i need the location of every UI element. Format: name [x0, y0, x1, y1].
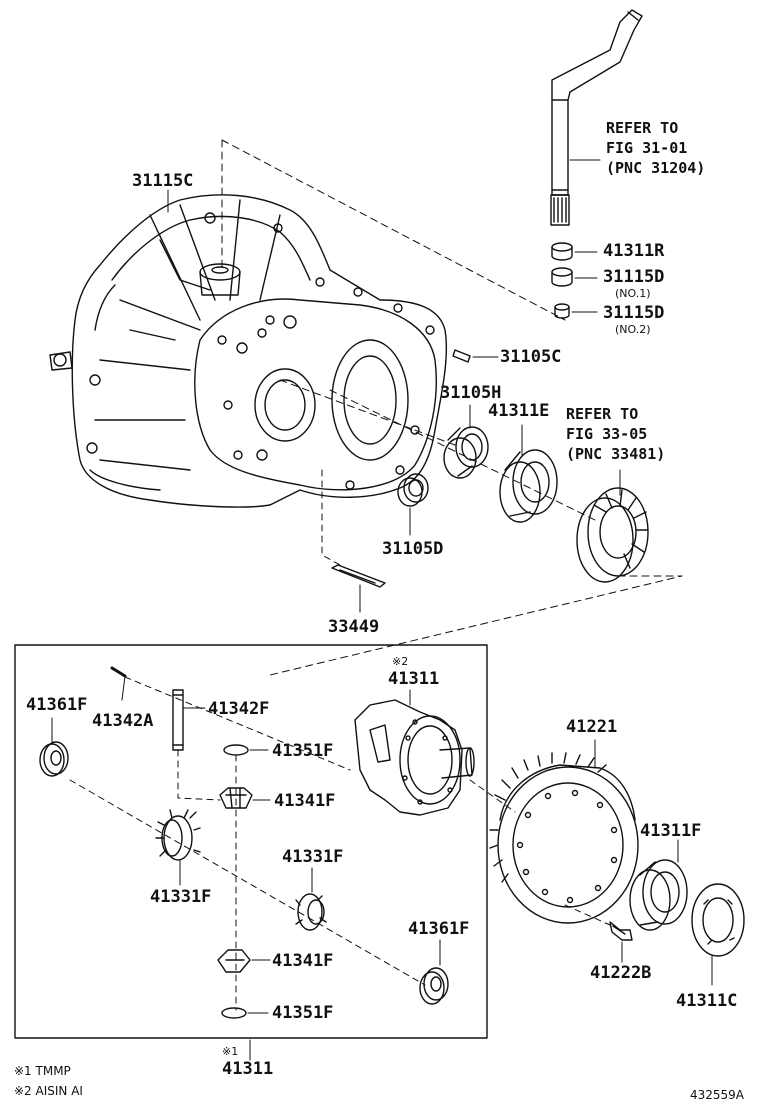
transmission-case-drawing: [49, 139, 596, 566]
label-41351F-a: 41351F: [272, 741, 334, 761]
label-41311R: 41311R: [603, 241, 665, 261]
label-31105C: 31105C: [500, 347, 562, 367]
label-41311C: 41311C: [676, 991, 738, 1011]
refer-fig-33-05: REFER TO FIG 33-05 (PNC 33481): [566, 404, 665, 464]
label-41331F-b: 41331F: [282, 847, 344, 867]
refer-line-3: (PNC 31204): [606, 159, 706, 177]
label-41221: 41221: [566, 717, 618, 737]
label-41222B: 41222B: [590, 963, 652, 983]
label-31115C: 31115C: [132, 171, 194, 191]
differential-case-41311-drawing: [354, 689, 516, 816]
bearing-41311F-drawing: [629, 839, 688, 931]
label-41311E: 41311E: [488, 401, 550, 421]
label-41341F-b: 41341F: [272, 951, 334, 971]
label-41361F-a: 41361F: [26, 695, 88, 715]
refer-line-2: FIG 33-05: [566, 425, 648, 443]
label-31105H: 31105H: [440, 383, 502, 403]
label-31115D-1: 31115D: [603, 267, 665, 287]
label-41311-bottom: 41311: [222, 1059, 274, 1079]
label-mark1: ※1: [222, 1045, 239, 1058]
bushings-drawing: [551, 242, 598, 319]
label-41342F: 41342F: [208, 699, 270, 719]
refer-line-1: REFER TO: [606, 119, 679, 137]
label-41361F-b: 41361F: [408, 919, 470, 939]
side-gear-41331F-b-drawing: [295, 867, 327, 931]
label-41311-top: 41311: [388, 669, 440, 689]
label-31105D: 31105D: [382, 539, 444, 559]
footnote-2: ※2 AISIN AI: [14, 1084, 83, 1098]
refer-fig-31-01: REFER TO FIG 31-01 (PNC 31204): [606, 118, 705, 178]
pinion-41341F-b-drawing: [217, 949, 271, 973]
label-no2: (NO.2): [615, 323, 651, 336]
label-41311F: 41311F: [640, 821, 702, 841]
refer-line-2: FIG 31-01: [606, 139, 688, 157]
oil-seal-drawing: [269, 469, 683, 676]
label-no1: (NO.1): [615, 287, 651, 300]
label-41342A: 41342A: [92, 711, 154, 731]
seal-31105D-drawing: [397, 473, 429, 536]
refer-line-3: (PNC 33481): [566, 445, 666, 463]
bearing-41311E-drawing: [499, 424, 558, 523]
label-41341F-a: 41341F: [274, 791, 336, 811]
differential-box: [14, 644, 488, 1039]
refer-line-1: REFER TO: [566, 405, 639, 423]
bolt-41222B-drawing: [609, 921, 633, 963]
label-31115D-2: 31115D: [603, 303, 665, 323]
washer-41361F-b-drawing: [419, 939, 449, 1005]
label-41331F-a: 41331F: [150, 887, 212, 907]
washer-41361F-a-drawing: [39, 717, 69, 777]
ring-gear-41221-drawing: [489, 739, 639, 926]
label-41351F-b: 41351F: [272, 1003, 334, 1023]
footnote-1: ※1 TMMP: [14, 1064, 71, 1078]
pin-31105C-drawing: [452, 349, 499, 363]
figure-id: 432559A: [690, 1088, 745, 1102]
label-33449: 33449: [328, 617, 380, 637]
shim-41311C-drawing: [691, 883, 745, 986]
washer-41351F-a-drawing: [223, 744, 249, 756]
label-mark2: ※2: [392, 655, 409, 668]
pinion-41341F-a-drawing: [219, 787, 271, 809]
shift-lever-drawing: [550, 9, 643, 226]
washer-41351F-b-drawing: [221, 1007, 247, 1019]
bushing-31105H-drawing: [443, 404, 489, 479]
side-gear-41331F-a-drawing: [155, 809, 201, 886]
tag-33449-drawing: [331, 564, 386, 613]
